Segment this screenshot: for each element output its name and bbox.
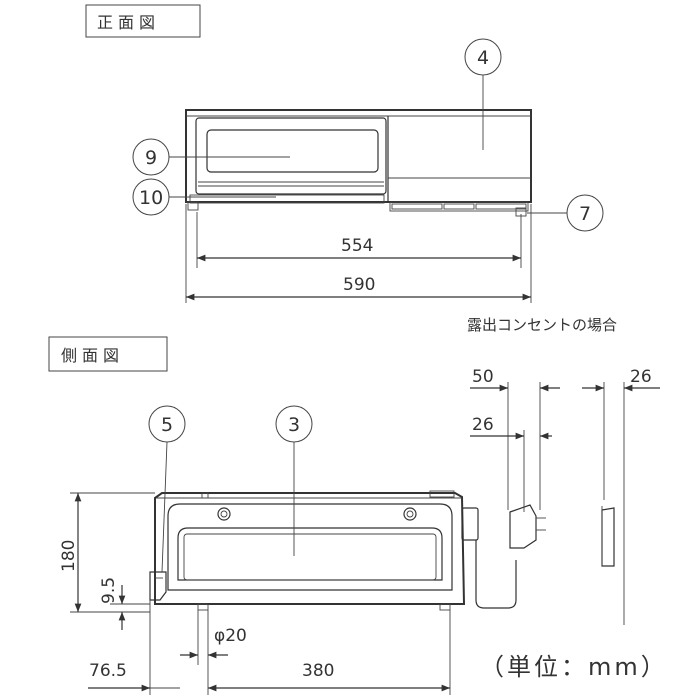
balloon-7-label: 7 <box>579 203 591 225</box>
front-view-title-box: 正面図 <box>85 4 201 38</box>
side-view-title-box: 側面図 <box>48 336 168 372</box>
grill-handle-strip <box>189 194 385 204</box>
side-body-outline <box>154 492 466 605</box>
dim-50: 50 <box>472 367 494 387</box>
side-window <box>183 533 437 581</box>
dim-590: 590 <box>343 275 375 295</box>
front-door-outline <box>195 117 387 195</box>
dim-554: 554 <box>341 236 373 256</box>
power-cord <box>475 540 517 609</box>
dim-9-5: 9.5 <box>99 577 119 604</box>
balloon-9-label: 9 <box>145 147 157 169</box>
dim-380: 380 <box>302 661 334 681</box>
side-view: 5 3 180 9.5 φ20 76.5 380 <box>59 405 615 695</box>
screw-left <box>217 507 231 521</box>
front-left-foot <box>187 201 199 211</box>
dim-180: 180 <box>59 540 79 572</box>
dim-26-right: 26 <box>630 367 652 387</box>
balloon-4-label: 4 <box>477 47 489 69</box>
side-connector-box <box>461 507 479 541</box>
dim-26-lower: 26 <box>472 415 494 435</box>
balloon-5-label: 5 <box>161 414 173 436</box>
exposed-outlet-caption: 露出コンセントの場合 <box>467 316 617 334</box>
balloon-3-label: 3 <box>288 414 300 436</box>
front-view: 554 590 4 9 10 7 <box>132 38 604 303</box>
front-body-outline <box>185 109 532 203</box>
unit-label: （単位：mm） <box>480 653 668 681</box>
balloon-10-label: 10 <box>139 187 163 209</box>
power-plug <box>509 504 537 549</box>
front-window <box>206 129 379 173</box>
dim-phi20: φ20 <box>214 626 247 646</box>
front-view-title: 正面図 <box>97 13 160 32</box>
side-knob <box>149 571 167 601</box>
side-view-title: 側面図 <box>61 346 124 365</box>
dim-76-5: 76.5 <box>89 661 127 681</box>
screw-right <box>403 507 417 521</box>
outlet-cover <box>601 507 615 567</box>
side-window-frame <box>177 527 443 581</box>
outlet-dimensions: 50 26 26 <box>470 367 660 625</box>
